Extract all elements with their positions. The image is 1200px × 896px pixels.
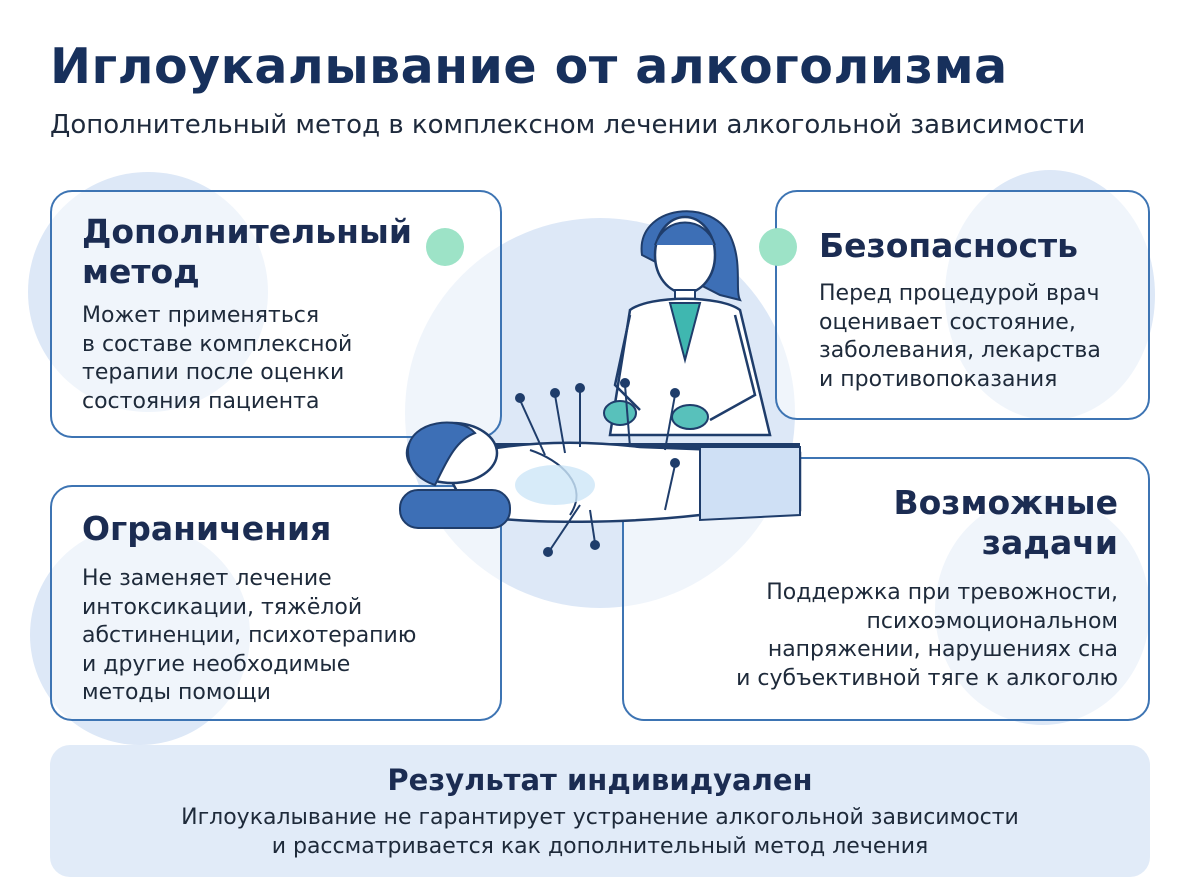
acupuncture-illustration	[399, 210, 802, 557]
page-subtitle: Дополнительный метод в комплексном лечен…	[50, 110, 1086, 140]
card-safety-heading: Безопасность	[819, 226, 1079, 265]
doctor-figure	[603, 210, 772, 437]
card-additional-heading: Дополнительный метод	[82, 212, 412, 291]
page-title: Иглоукалывание от алкоголизма	[50, 38, 1008, 95]
patient-figure	[399, 421, 802, 529]
result-title: Результат индивидуален	[387, 763, 813, 797]
card-safety-text: Перед процедурой врач оценивает состояни…	[819, 281, 1101, 392]
card-additional-method: Дополнительный метод Может применяться в…	[50, 190, 502, 438]
accent-dot-right	[759, 228, 797, 266]
card-limitations-text: Не заменяет лечение интоксикации, тяжёло…	[82, 566, 417, 705]
needles	[515, 378, 680, 557]
result-panel: Результат индивидуален Иглоукалывание не…	[50, 745, 1150, 877]
card-limitations-heading: Ограничения	[82, 509, 332, 548]
result-text: Иглоукалывание не гарантирует устранение…	[181, 805, 1019, 859]
card-additional-text: Может применяться в составе комплексной …	[82, 303, 353, 414]
card-possible-tasks: Возможные задачи Поддержка при тревожнос…	[622, 457, 1150, 721]
card-tasks-heading: Возможные задачи	[893, 483, 1118, 562]
accent-dot-left	[426, 228, 464, 266]
card-tasks-text: Поддержка при тревожности, психоэмоциона…	[736, 580, 1118, 691]
card-safety: Безопасность Перед процедурой врач оцени…	[775, 190, 1150, 420]
